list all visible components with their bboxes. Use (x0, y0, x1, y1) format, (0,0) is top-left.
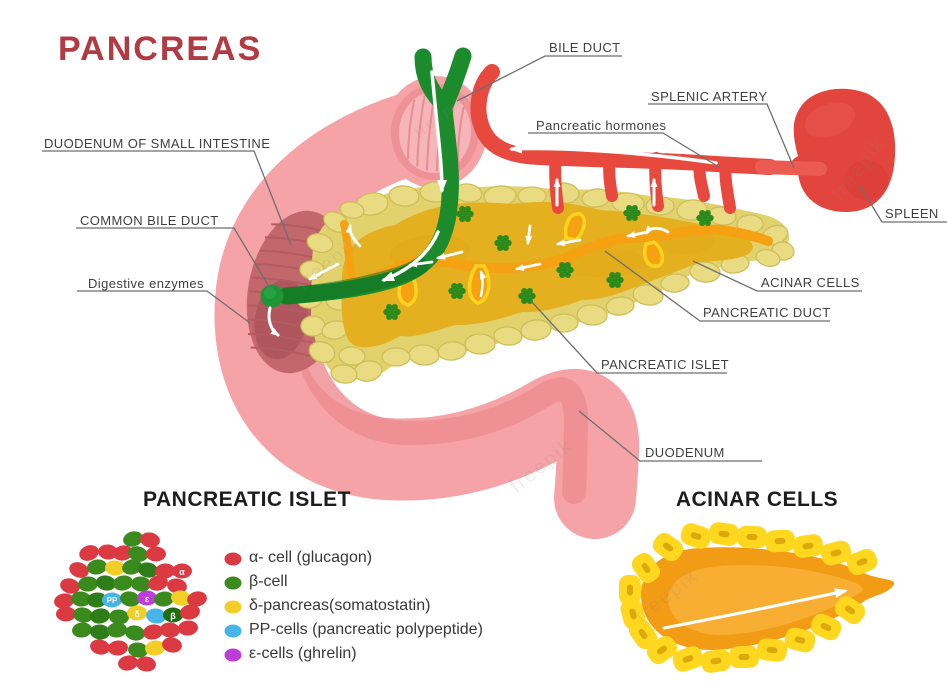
delta-cell-dot-icon (224, 600, 242, 613)
page-title: PANCREAS (58, 30, 263, 68)
legend-item-alpha: α- cell (glucagon) (224, 546, 483, 570)
label-duodenum: DUODENUM (645, 445, 725, 460)
legend-item-pp: PP-cells (pancreatic polypeptide) (224, 618, 483, 642)
svg-text:α: α (179, 567, 185, 577)
epsilon-cell-dot-icon (224, 648, 242, 661)
label-duodenum-of-small-intestine: DUODENUM OF SMALL INTESTINE (44, 136, 271, 151)
label-pancreatic-duct: PANCREATIC DUCT (703, 305, 831, 320)
legend-item-beta: β-cell (224, 570, 483, 594)
alpha-cell-dot-icon (224, 552, 242, 565)
islet-cluster: α PP ε δ β (54, 531, 207, 672)
flow-arrows (267, 70, 718, 337)
beta-cell-dot-icon (224, 576, 242, 589)
acinar-flow-arrow (662, 588, 848, 630)
acinar-illustration (619, 522, 895, 673)
label-pancreatic-hormones: Pancreatic hormones (536, 118, 667, 133)
label-splenic-artery: SPLENIC ARTERY (651, 89, 768, 104)
label-pancreatic-islet: PANCREATIC ISLET (601, 357, 729, 372)
legend-item-epsilon: ε-cells (ghrelin) (224, 642, 483, 666)
label-spleen: SPLEEN (885, 206, 939, 221)
leader-lines (42, 55, 947, 462)
svg-text:δ: δ (134, 609, 140, 619)
svg-text:β: β (170, 611, 176, 621)
islet-legend: α- cell (glucagon) β-cell δ-pancreas(som… (224, 546, 483, 666)
pp-cell-dot-icon (224, 624, 242, 637)
svg-text:ε: ε (145, 594, 150, 604)
bile-duct-shape (277, 47, 472, 305)
acinar-section-heading: ACINAR CELLS (675, 488, 839, 511)
spleen-shape (790, 88, 896, 212)
legend-item-delta: δ-pancreas(somatostatin) (224, 594, 483, 618)
islet-section-heading: PANCREATIC ISLET (143, 488, 351, 511)
label-acinar-cells: ACINAR CELLS (761, 275, 860, 290)
label-common-bile-duct: COMMON BILE DUCT (80, 213, 219, 228)
label-bile-duct: BILE DUCT (549, 40, 621, 55)
label-digestive-enzymes: Digestive enzymes (88, 276, 204, 291)
pancreatic-duct-shape (317, 212, 773, 307)
svg-text:PP: PP (107, 596, 118, 605)
islet-cell-letters: α PP ε δ β (107, 567, 186, 621)
papilla-shape (260, 284, 284, 308)
acinar-cell-ring (619, 522, 878, 673)
